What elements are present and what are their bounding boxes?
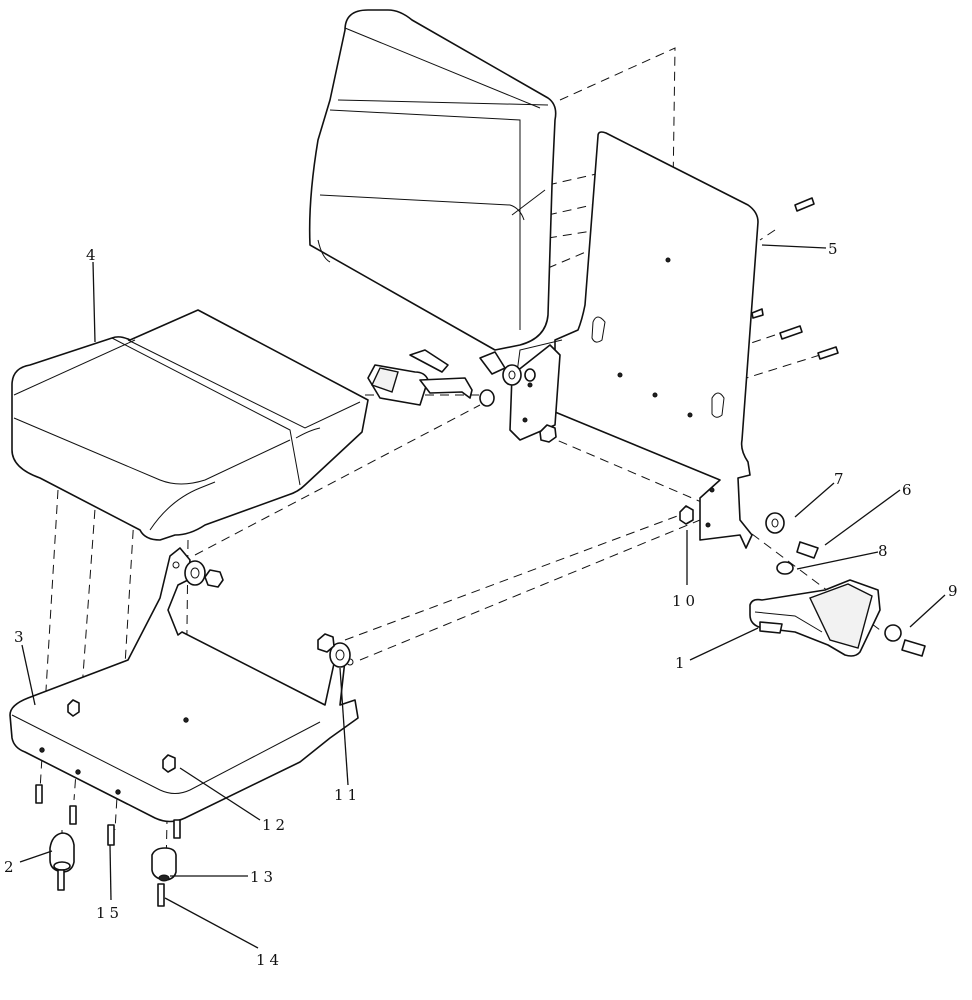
hardware xyxy=(35,349,926,907)
seat-pan xyxy=(9,547,359,823)
seat-belt-buckle-left xyxy=(367,364,473,406)
callout-8: 8 xyxy=(878,542,892,560)
back-plate-bolts xyxy=(751,197,839,360)
seat-belt-retractor xyxy=(749,579,881,657)
callout-15: 15 xyxy=(96,904,123,922)
callout-6: 6 xyxy=(902,481,916,499)
back-mounting-plate xyxy=(509,131,759,549)
callout-1: 1 xyxy=(675,654,689,672)
callout-10: 10 xyxy=(672,592,699,610)
callout-11: 11 xyxy=(334,786,361,804)
callout-3: 3 xyxy=(14,628,28,646)
callout-14: 14 xyxy=(256,951,283,969)
callout-2: 2 xyxy=(4,858,18,876)
leader-lines xyxy=(19,244,946,949)
callout-12: 12 xyxy=(262,816,289,834)
callout-labels: 1 2 3 4 5 6 7 8 9 10 11 12 13 14 15 xyxy=(4,240,962,969)
callout-9: 9 xyxy=(948,582,962,600)
callout-4: 4 xyxy=(86,246,100,264)
seat-back xyxy=(308,9,557,351)
seat-cushion xyxy=(11,309,369,541)
callout-5: 5 xyxy=(828,240,842,258)
callout-7: 7 xyxy=(834,470,848,488)
callout-13: 13 xyxy=(250,868,277,886)
